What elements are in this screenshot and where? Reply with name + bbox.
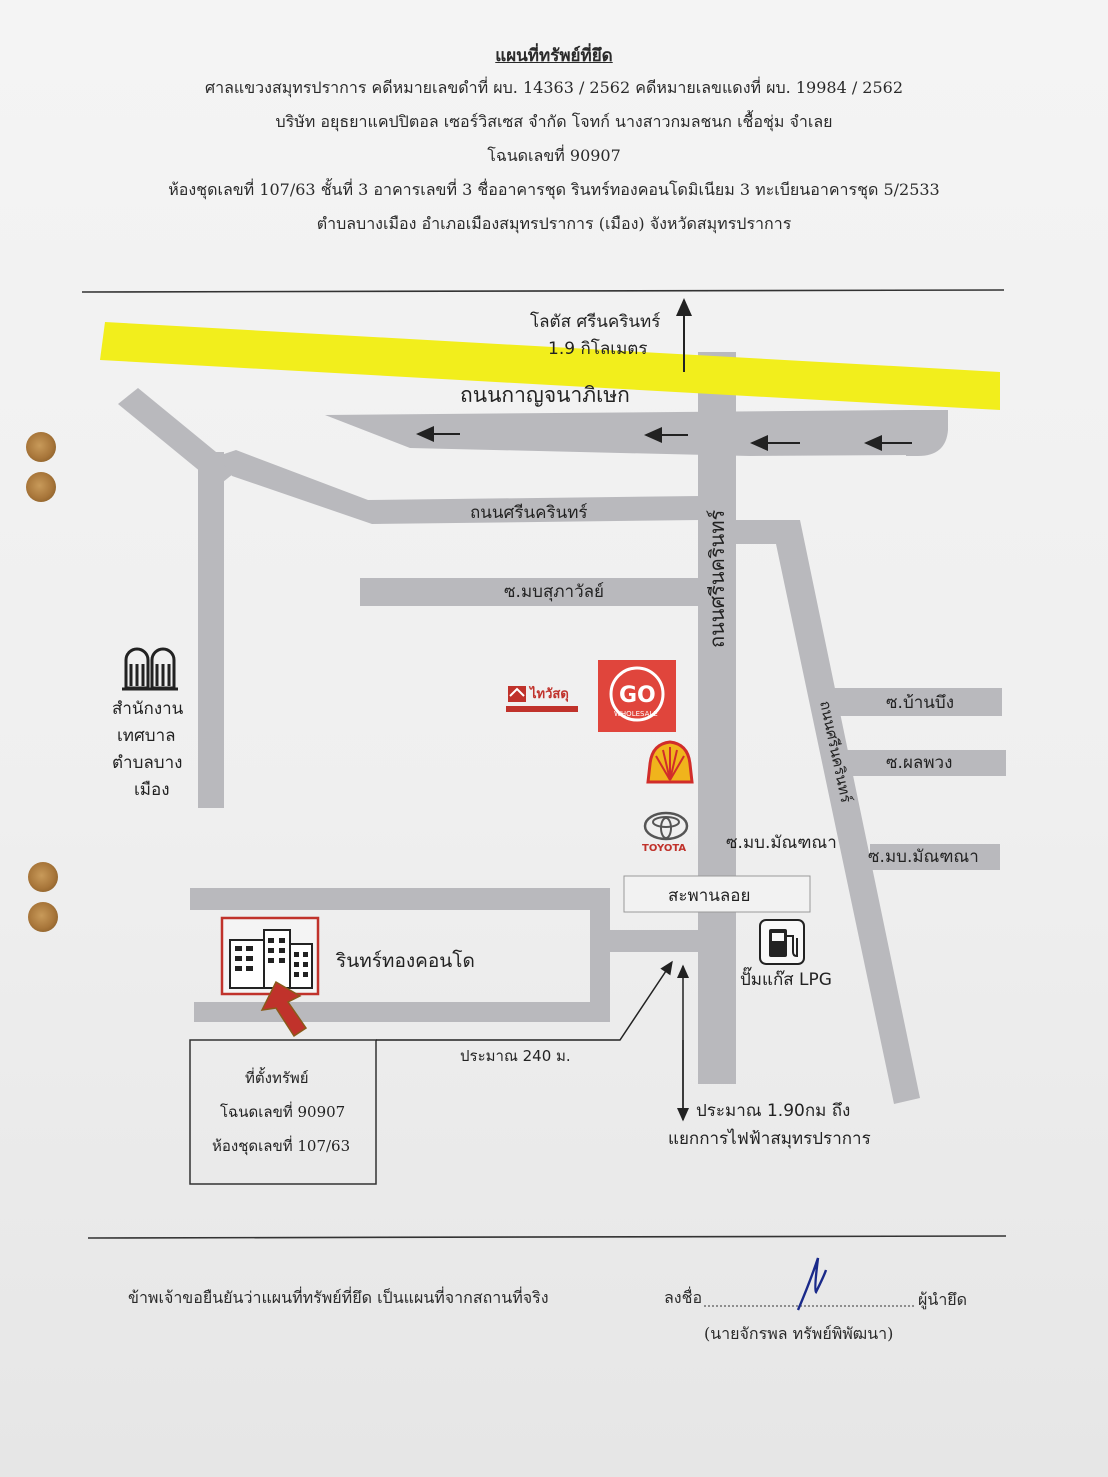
soi-phonphuang-label: ซ.ผลพวง (886, 753, 952, 773)
title-deed: โฉนดเลขที่ 90907 (487, 146, 621, 165)
go-logo-text: GO (619, 683, 656, 708)
road-west-vertical (198, 452, 224, 808)
condo-access-road (606, 930, 700, 952)
thaiwatsadu-logo: ไทวัสดุ (506, 685, 578, 712)
condo-label: รินทร์ทองคอนโด (335, 949, 475, 972)
road-srinakarin-diagonal (736, 520, 920, 1104)
bridge-label: สะพานลอย (668, 886, 750, 906)
document-title: แผนที่ทรัพย์ที่ยึด (495, 46, 613, 66)
distance-240-label: ประมาณ 240 ม. (460, 1047, 571, 1065)
lotus-label: โลตัส ศรีนครินทร์ (530, 311, 660, 332)
office-label: เทศบาล (117, 726, 176, 746)
toyota-text: TOYOTA (642, 843, 686, 854)
bottom-divider (87, 1235, 1007, 1239)
parties: บริษัท อยุธยาแคปปิตอล เซอร์วิสเซส จำกัด … (275, 112, 833, 131)
property-info-box (189, 1039, 377, 1185)
property-location-title: ที่ตั้งทรัพย์ (245, 1067, 309, 1087)
property-arrow-icon (260, 980, 308, 1038)
wholesale-text: WHOLESALE (614, 710, 658, 718)
case-numbers: ศาลแขวงสมุทรปราการ คดีหมายเลขดำที่ ผบ. 1… (204, 78, 904, 97)
address: ตำบลบางเมือง อำเภอเมืองสมุทรปราการ (เมือ… (316, 214, 792, 233)
property-deed-number: โฉนดเลขที่ 90907 (220, 1101, 345, 1121)
property-unit-number: ห้องชุดเลขที่ 107/63 (212, 1135, 350, 1156)
condo-building-icon (220, 916, 320, 996)
punch-hole (26, 472, 56, 502)
gas-label: ปั๊มแก๊ส LPG (740, 966, 832, 990)
thaiwatsadu-text: ไทวัสดุ (528, 685, 569, 702)
soi-phonphuang-road (842, 750, 1006, 776)
soi-mantana-label-east: ซ.มบ.มัณฑณา (868, 847, 979, 867)
road-srinakarin-horizontal (218, 450, 700, 524)
unit-details: ห้องชุดเลขที่ 107/63 ชั้นที่ 3 อาคารเลขท… (168, 180, 940, 199)
soi-mob-road (360, 578, 700, 606)
distance-240-pointer (376, 960, 673, 1041)
distance-destination-label: แยกการไฟฟ้าสมุทรปราการ (668, 1128, 871, 1149)
signer-role: ผู้นำยึด (918, 1290, 968, 1309)
toyota-logo: TOYOTA (642, 811, 689, 854)
condo-road-top (190, 888, 608, 910)
lotus-distance: 1.9 กิโลเมตร (548, 338, 647, 359)
punch-hole (28, 862, 58, 892)
office-label: สำนักงาน (112, 699, 184, 719)
soi-banbueng-label: ซ.บ้านบึง (886, 693, 954, 713)
highway-kanchanaphisek (100, 322, 1000, 410)
srinakarin-v-label: ถนนศรีนครินทร์ (705, 509, 729, 648)
confirmation-statement: ข้าพเจ้าขอยืนยันว่าแผนที่ทรัพย์ที่ยึด เป… (128, 1288, 549, 1307)
frontage-road (325, 410, 930, 456)
sign-label: ลงชื่อ (664, 1288, 703, 1307)
condo-road-side (590, 888, 610, 1022)
office-label: ตำบลบาง (112, 753, 182, 773)
soi-mantana-label: ซ.มบ.มัณฑณา (726, 833, 837, 853)
municipal-office-icon (122, 647, 178, 691)
top-divider (81, 289, 1005, 293)
pedestrian-bridge (623, 875, 811, 913)
soi-mantana-road-east (870, 844, 1000, 870)
signer-name: (นายจักรพล ทรัพย์พิพัฒนา) (704, 1324, 894, 1343)
punch-hole (26, 432, 56, 462)
gas-station-icon (759, 919, 805, 965)
frontage-curve (906, 410, 948, 456)
highway-label: ถนนกาญจนาภิเษก (460, 383, 630, 407)
road-srinakarin-vertical (698, 352, 736, 1084)
soi-mob-label: ซ.มบสุภาวัลย์ (504, 582, 604, 602)
srinakarin-h-label: ถนนศรีนครินทร์ (470, 503, 588, 523)
go-wholesale-logo: GO WHOLESALE (598, 660, 676, 732)
office-label: เมือง (134, 780, 170, 800)
signature-mark (796, 1257, 828, 1311)
shell-logo (646, 740, 694, 784)
punch-hole (28, 902, 58, 932)
condo-road-bottom (194, 1002, 608, 1022)
soi-banbueng-road (832, 688, 1002, 716)
distance-1-9km-label: ประมาณ 1.90กม ถึง (696, 1101, 850, 1121)
